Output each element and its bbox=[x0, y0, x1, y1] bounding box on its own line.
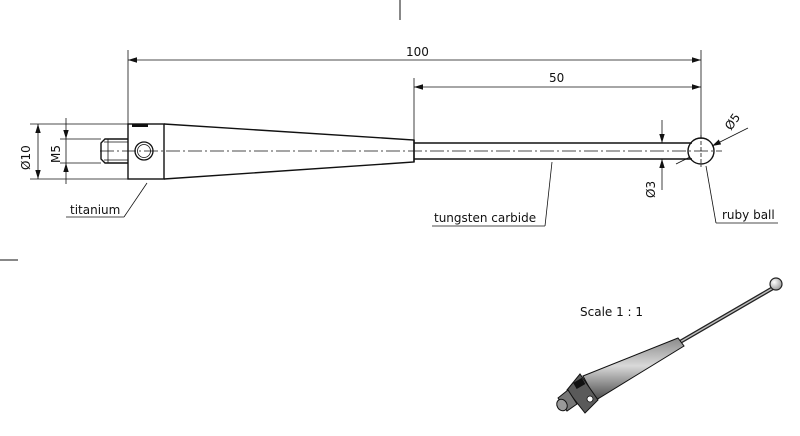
thread-stud bbox=[100, 138, 128, 164]
callout-tungsten-label: tungsten carbide bbox=[434, 211, 536, 225]
dimension-m5-label: M5 bbox=[49, 145, 63, 163]
callout-titanium-label: titanium bbox=[70, 203, 120, 217]
tapered-body bbox=[163, 123, 415, 180]
dimension-100-label: 100 bbox=[406, 45, 429, 59]
isometric-body bbox=[582, 337, 685, 401]
flat-mark bbox=[132, 124, 148, 127]
dimension-body-diameter: Ø10 bbox=[19, 123, 128, 180]
carbide-shaft bbox=[414, 142, 692, 160]
dimension-d10-label: Ø10 bbox=[19, 145, 33, 170]
dimension-d5-label: Ø5 bbox=[722, 111, 743, 133]
dimension-overall-length: 100 bbox=[127, 45, 702, 138]
stylus-part bbox=[100, 123, 715, 180]
dimension-d3-label: Ø3 bbox=[644, 181, 658, 198]
body-block bbox=[127, 123, 165, 180]
callout-titanium: titanium bbox=[66, 182, 148, 218]
dimension-thread: M5 bbox=[49, 118, 101, 184]
cross-hole-inner bbox=[137, 144, 151, 158]
dimension-50-label: 50 bbox=[549, 71, 564, 85]
callout-ruby-ball: ruby ball bbox=[705, 165, 778, 224]
callout-ruby-label: ruby ball bbox=[722, 208, 775, 222]
scale-label: Scale 1 : 1 bbox=[580, 305, 643, 319]
isometric-ball bbox=[769, 277, 783, 291]
cross-hole bbox=[134, 141, 154, 161]
dimension-ball-diameter: Ø5 bbox=[675, 111, 749, 165]
dimension-shaft-diameter: Ø3 bbox=[644, 120, 665, 198]
callout-tungsten-carbide: tungsten carbide bbox=[432, 161, 553, 227]
dimension-shaft-length: 50 bbox=[413, 71, 701, 140]
isometric-preview bbox=[556, 277, 783, 414]
